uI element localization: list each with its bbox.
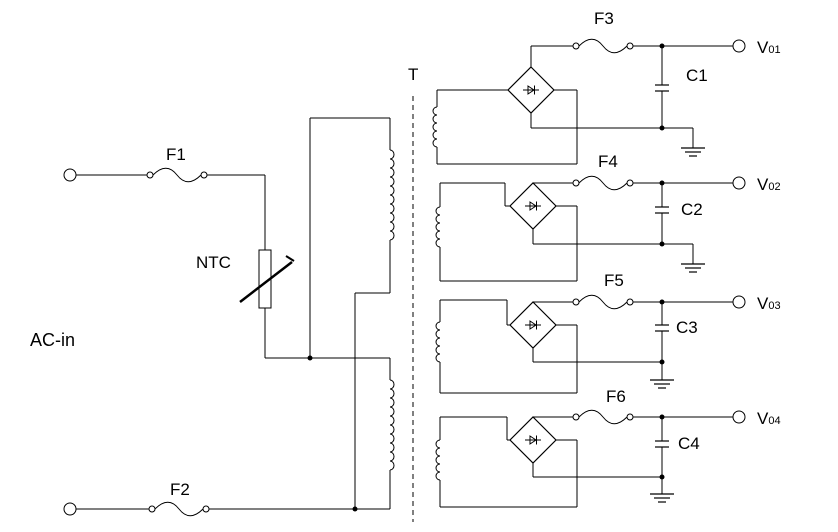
label-c3: C3 <box>676 318 698 337</box>
input-stage <box>63 117 395 517</box>
fuse-f3 <box>572 38 634 54</box>
label-output-4: V04 <box>757 409 781 428</box>
label-f1: F1 <box>166 145 186 164</box>
ntc-arrow <box>239 261 293 303</box>
bridge-rectifier-1 <box>507 66 555 114</box>
secondary-stage-4 <box>435 409 746 508</box>
fuse-f4 <box>572 175 634 191</box>
primary-coil-bottom <box>389 379 395 471</box>
output-terminal-2 <box>732 176 746 190</box>
secondary-stage-2 <box>435 175 746 282</box>
secondary-stage-3 <box>435 294 746 394</box>
label-f6: F6 <box>606 387 626 406</box>
secondary-stage-1 <box>432 38 746 165</box>
fuse-f2 <box>148 501 210 517</box>
ac-input-terminal-top <box>63 168 77 182</box>
label-transformer: T <box>408 65 418 84</box>
label-f4: F4 <box>598 152 618 171</box>
primary-coil-top <box>389 149 395 241</box>
capacitor-c2 <box>654 206 670 214</box>
label-f3: F3 <box>594 9 614 28</box>
bridge-rectifier-3 <box>509 301 557 349</box>
capacitor-c1 <box>654 84 670 92</box>
label-ntc: NTC <box>196 253 231 272</box>
output-terminal-4 <box>732 410 746 424</box>
label-f2: F2 <box>170 480 190 499</box>
capacitor-c4 <box>654 440 670 448</box>
label-output-3: V03 <box>757 294 781 313</box>
fuse-f1 <box>146 167 208 183</box>
label-output-2: V02 <box>757 175 781 194</box>
fuse-f6 <box>572 409 634 425</box>
label-ac-in: AC-in <box>30 330 75 350</box>
label-c2: C2 <box>681 200 703 219</box>
output-terminal-3 <box>732 295 746 309</box>
fuse-f5 <box>572 294 634 310</box>
bridge-rectifier-2 <box>509 182 557 230</box>
ground-3 <box>649 379 675 389</box>
ground-1 <box>680 147 706 157</box>
output-terminal-1 <box>732 39 746 53</box>
label-f5: F5 <box>604 271 624 290</box>
label-c4: C4 <box>678 434 700 453</box>
label-output-1: V01 <box>757 38 781 57</box>
bridge-rectifier-4 <box>509 416 557 464</box>
capacitor-c3 <box>654 324 670 332</box>
ac-input-terminal-bottom <box>63 502 77 516</box>
ground-2 <box>680 263 706 273</box>
ground-4 <box>649 493 675 503</box>
label-c1: C1 <box>686 66 708 85</box>
